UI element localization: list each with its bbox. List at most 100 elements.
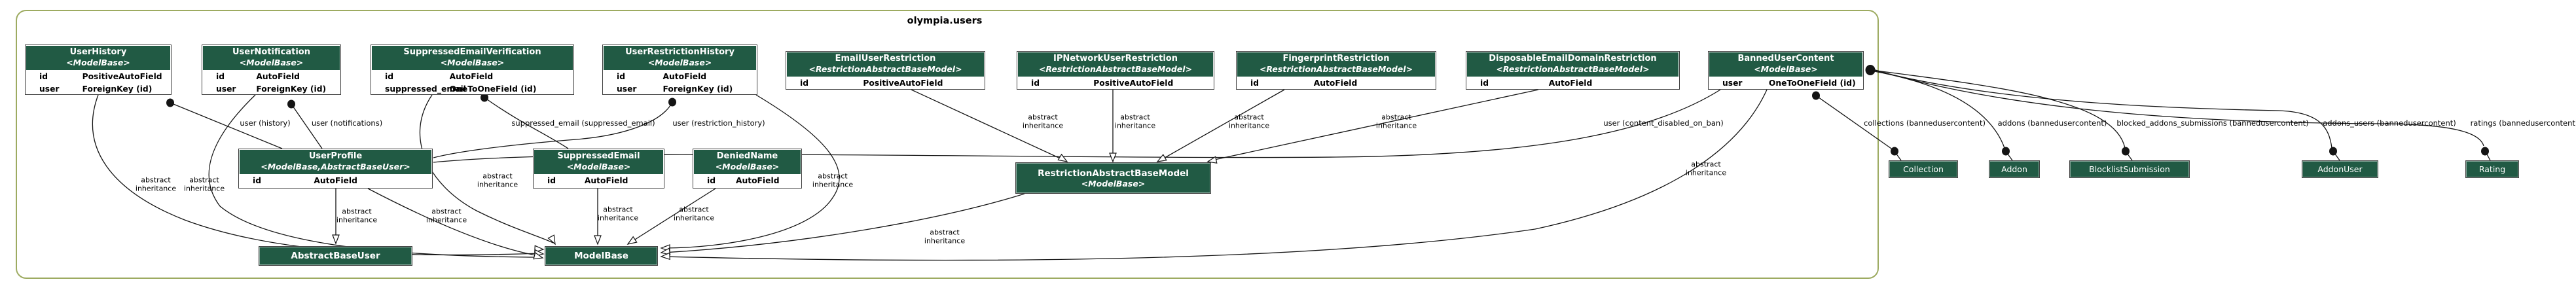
field-name: id: [617, 71, 626, 81]
field-type: ForeignKey (id): [256, 84, 327, 94]
external-model-addon: Addon: [1989, 160, 2040, 178]
model-header: BannedUserContent<ModelBase>: [1709, 52, 1862, 77]
field-name: user: [1722, 78, 1743, 88]
model-stereotype: <ModelBase>: [1754, 64, 1818, 74]
base-model-stereotype: <ModelBase>: [1081, 178, 1146, 189]
inheritance-label: abstract inheritance: [924, 228, 966, 245]
field-name: user: [39, 84, 60, 94]
field-type: OneToOneField (id): [1768, 78, 1856, 88]
model-header: IPNetworkUserRestriction<RestrictionAbst…: [1018, 52, 1213, 77]
fk-endpoint-dot: [2122, 147, 2130, 156]
field-name: suppressed_email: [385, 84, 466, 94]
model-header: UserProfile<ModelBase,AbstractBaseUser>: [240, 150, 431, 174]
relationship-edge: [911, 89, 1065, 161]
inheritance-arrowhead-icon: [1057, 153, 1068, 162]
inheritance-label: abstract inheritance: [477, 171, 518, 189]
external-model-collection: Collection: [1889, 160, 1958, 178]
external-model-blocklist-submission: BlocklistSubmission: [2069, 160, 2190, 178]
field-name: id: [39, 71, 48, 81]
model-header: FingerprintRestriction<RestrictionAbstra…: [1237, 52, 1435, 77]
field-name: id: [253, 175, 262, 185]
model-stereotype: <ModelBase>: [239, 58, 304, 67]
field-name: id: [1031, 78, 1040, 88]
base-box-restriction-abstract-base-model: RestrictionAbstractBaseModel<ModelBase>: [1015, 162, 1211, 194]
inheritance-label: abstract inheritance: [336, 207, 378, 224]
external-model-addon-user: AddonUser: [2302, 160, 2378, 178]
model-stereotype: <RestrictionAbstractBaseModel>: [1259, 64, 1413, 74]
field-name: id: [547, 175, 556, 185]
fk-endpoint-dot: [2329, 147, 2337, 156]
field-type: PositiveAutoField: [863, 78, 943, 88]
relation-label-addons: addons (bannedusercontent): [1997, 118, 2107, 128]
field-type: AutoField: [584, 175, 628, 185]
field-type: ForeignKey (id): [662, 84, 733, 94]
field-type: ForeignKey (id): [82, 84, 153, 94]
model-name: DeniedName: [716, 151, 778, 161]
relationship-edge: [1159, 89, 1285, 161]
relation-label-addons-users: addons_users (bannedusercontent): [2323, 118, 2456, 128]
relationship-edge: [484, 97, 569, 149]
model-header: UserHistory<ModelBase>: [26, 46, 170, 70]
relation-label-user: user (notifications): [311, 118, 383, 128]
model-stereotype: <ModelBase,AbstractBaseUser>: [261, 162, 410, 171]
fk-endpoint-dot: [1812, 91, 1820, 100]
relation-label-collections: collections (bannedusercontent): [1864, 118, 1986, 128]
relationship-edge: [367, 188, 540, 257]
field-name: id: [1250, 78, 1260, 88]
base-model-name: RestrictionAbstractBaseModel: [1038, 168, 1189, 179]
relationship-edge: [662, 193, 1025, 253]
base-model-name: ModelBase: [574, 251, 628, 261]
model-header: EmailUserRestriction<RestrictionAbstract…: [787, 52, 984, 77]
base-box-model-base: ModelBase: [545, 246, 658, 266]
inheritance-arrowhead-icon: [1206, 156, 1218, 164]
model-header: UserRestrictionHistory<ModelBase>: [604, 46, 756, 70]
field-name: id: [385, 71, 394, 81]
model-box-disposable-email-domain-restriction: DisposableEmailDomainRestriction<Restric…: [1466, 51, 1680, 90]
inheritance-label: abstract inheritance: [135, 175, 177, 192]
model-name: UserProfile: [308, 151, 363, 161]
inheritance-arrowhead-icon: [626, 236, 638, 245]
field-row: user ForeignKey (id): [26, 82, 170, 95]
relationship-edge: [1870, 70, 2005, 149]
relationship-edge: [1208, 89, 1539, 162]
relationship-edge: [629, 188, 716, 243]
relationship-edge: [291, 103, 323, 149]
fk-endpoint-dot: [2002, 147, 2010, 156]
model-box-banned-user-content: BannedUserContent<ModelBase>user OneToOne…: [1708, 51, 1864, 90]
inheritance-label: abstract inheritance: [183, 175, 225, 192]
model-box-suppressed-email: SuppressedEmail<ModelBase>id AutoField: [533, 149, 664, 189]
fk-endpoint-dot: [287, 99, 295, 109]
model-header: SuppressedEmail<ModelBase>: [534, 150, 663, 174]
model-stereotype: <RestrictionAbstractBaseModel>: [1038, 64, 1193, 74]
relation-label-blocked-addons-submissions: blocked_addons_submissions (banneduserco…: [2116, 118, 2309, 128]
fk-endpoint-dot: [668, 98, 676, 107]
model-name: UserRestrictionHistory: [625, 47, 735, 57]
inheritance-label: abstract inheritance: [1022, 113, 1064, 130]
diagram-title: olympia.users: [907, 16, 983, 26]
model-stereotype: <ModelBase>: [647, 58, 712, 67]
relationship-edge: [433, 101, 673, 158]
field-type: OneToOneField (id): [449, 84, 537, 94]
field-type: PositiveAutoField: [1093, 78, 1174, 88]
inheritance-label: abstract inheritance: [1375, 113, 1417, 130]
inheritance-arrowhead-icon: [533, 252, 544, 260]
inheritance-arrowhead-icon: [594, 235, 602, 245]
model-box-fingerprint-restriction: FingerprintRestriction<RestrictionAbstra…: [1236, 51, 1436, 90]
fk-endpoint-dot: [2481, 147, 2489, 156]
relation-label-user: user (content_disabled_on_ban): [1603, 118, 1724, 128]
field-name: id: [1480, 78, 1489, 88]
model-name: SuppressedEmail: [557, 151, 640, 161]
inheritance-arrowhead-icon: [1156, 154, 1167, 162]
